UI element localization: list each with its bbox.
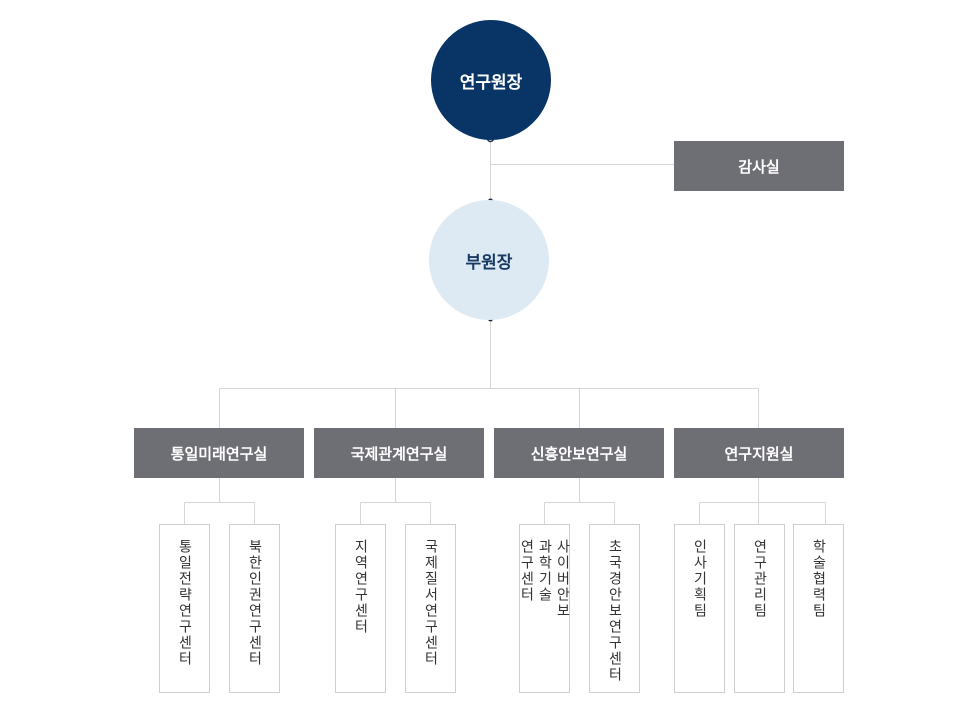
unit-label: 초국경안보연구센터 [606, 539, 623, 683]
director-node: 연구원장 [431, 20, 551, 140]
unit-box: 초국경안보연구센터 [589, 524, 640, 693]
division-box: 연구지원실 [674, 428, 844, 478]
unit-label: 연구관리팀 [751, 539, 768, 619]
division-label: 국제관계연구실 [350, 444, 448, 463]
unit-box: 국제질서연구센터 [405, 524, 456, 693]
unit-label: 지역연구센터 [352, 539, 369, 635]
unit-label: 학술협력팀 [810, 539, 827, 619]
unit-label: 통일전략연구센터 [176, 539, 193, 667]
audit-office-box: 감사실 [674, 141, 844, 191]
audit-office-label: 감사실 [738, 157, 780, 176]
unit-label: 북한인권연구센터 [246, 539, 263, 667]
division-label: 통일미래연구실 [170, 444, 268, 463]
unit-label: 국제질서연구센터 [422, 539, 439, 667]
division-box: 통일미래연구실 [134, 428, 304, 478]
division-label: 연구지원실 [724, 444, 794, 463]
division-box: 국제관계연구실 [314, 428, 484, 478]
deputy-director-label: 부원장 [465, 252, 513, 273]
unit-box: 지역연구센터 [335, 524, 386, 693]
unit-box: 통일전략연구센터 [159, 524, 210, 693]
unit-label: 인사기획팀 [691, 539, 708, 619]
unit-box: 북한인권연구센터 [229, 524, 280, 693]
division-label: 신흥안보연구실 [530, 444, 628, 463]
division-box: 신흥안보연구실 [494, 428, 664, 478]
unit-box: 연구관리팀 [734, 524, 785, 693]
director-label: 연구원장 [459, 72, 523, 93]
unit-box: 사이버안보 과학기술 연구센터 [518, 524, 571, 693]
unit-box: 학술협력팀 [793, 524, 844, 693]
deputy-director-node: 부원장 [429, 200, 549, 320]
unit-label: 사이버안보 과학기술 연구센터 [518, 539, 571, 619]
unit-box: 인사기획팀 [674, 524, 725, 693]
